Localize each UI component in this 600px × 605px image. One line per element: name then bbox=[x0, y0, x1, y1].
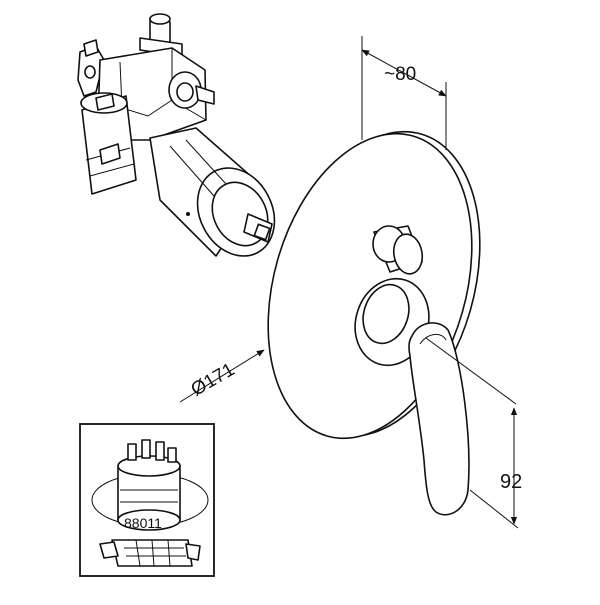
depth-dimension: ~80 bbox=[361, 36, 447, 150]
lever-handle bbox=[408, 322, 470, 516]
diverter-knob bbox=[372, 225, 424, 275]
height-label: 92 bbox=[500, 471, 522, 493]
inset-cartridge bbox=[117, 439, 181, 531]
rough-in-valve-body bbox=[77, 13, 276, 257]
diameter-label: Ø171 bbox=[188, 359, 239, 400]
inset-panel: 88011 bbox=[79, 423, 215, 577]
trim-set bbox=[267, 130, 481, 516]
height-dimension: 92 bbox=[425, 337, 522, 529]
diameter-dimension: Ø171 bbox=[179, 349, 265, 403]
depth-label: ~80 bbox=[384, 64, 416, 85]
inset-valve-block bbox=[99, 539, 201, 567]
inset-part-number: 88011 bbox=[124, 515, 162, 531]
